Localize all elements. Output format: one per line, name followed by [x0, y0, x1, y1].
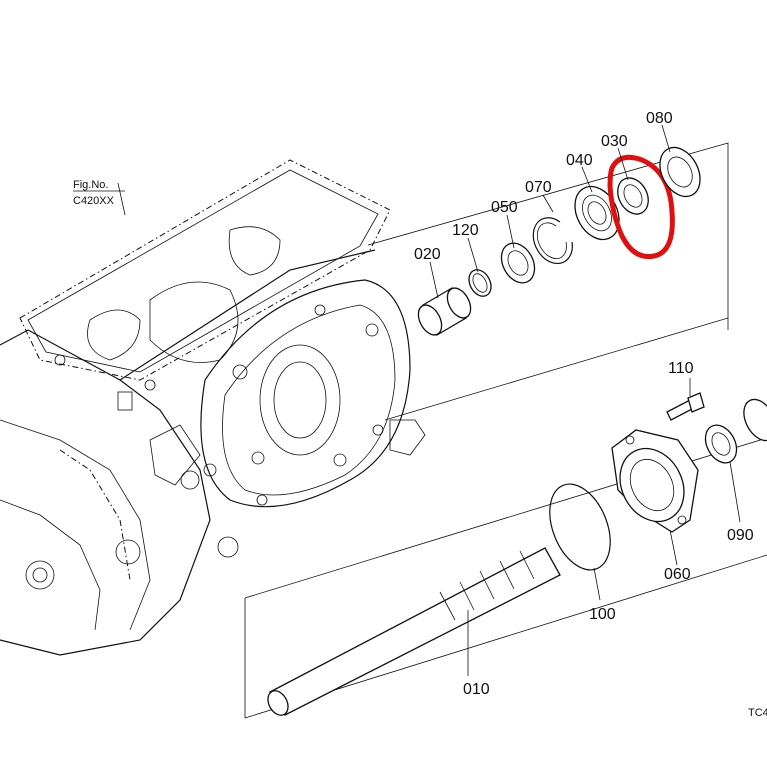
part-060-housing	[611, 429, 699, 533]
callout-110: 110	[668, 360, 694, 377]
callout-070: 070	[525, 179, 552, 196]
part-120-snap-ring	[468, 269, 492, 297]
part-edge-ring	[743, 398, 767, 442]
part-020-sleeve	[417, 287, 472, 336]
part-110-bolt	[666, 378, 705, 421]
part-080-oil-seal	[659, 146, 701, 198]
part-050-seal	[500, 242, 536, 284]
callout-060: 060	[664, 566, 691, 583]
callout-020: 020	[414, 246, 441, 263]
part-070-circlip	[532, 217, 573, 265]
part-030-collar	[617, 177, 649, 215]
callout-050: 050	[491, 199, 518, 216]
explosion-frame	[244, 142, 767, 719]
flange-plate	[200, 279, 426, 508]
callout-100: 100	[589, 606, 616, 623]
callout-040: 040	[566, 152, 593, 169]
callout-080: 080	[646, 110, 673, 127]
fig-label: Fig.No.	[73, 179, 108, 191]
callout-120: 120	[452, 222, 479, 239]
corner-code: TC4	[748, 707, 767, 719]
part-090-seal	[704, 424, 738, 464]
callout-030: 030	[601, 133, 628, 150]
part-100-o-ring	[549, 483, 611, 571]
part-010-shaft	[267, 547, 561, 716]
fig-number: C420XX	[73, 195, 115, 207]
transmission-housing	[0, 159, 391, 656]
callout-010: 010	[463, 681, 490, 698]
leader-lines	[117, 124, 741, 676]
callout-090: 090	[727, 527, 754, 544]
highlight-circle	[607, 154, 675, 260]
